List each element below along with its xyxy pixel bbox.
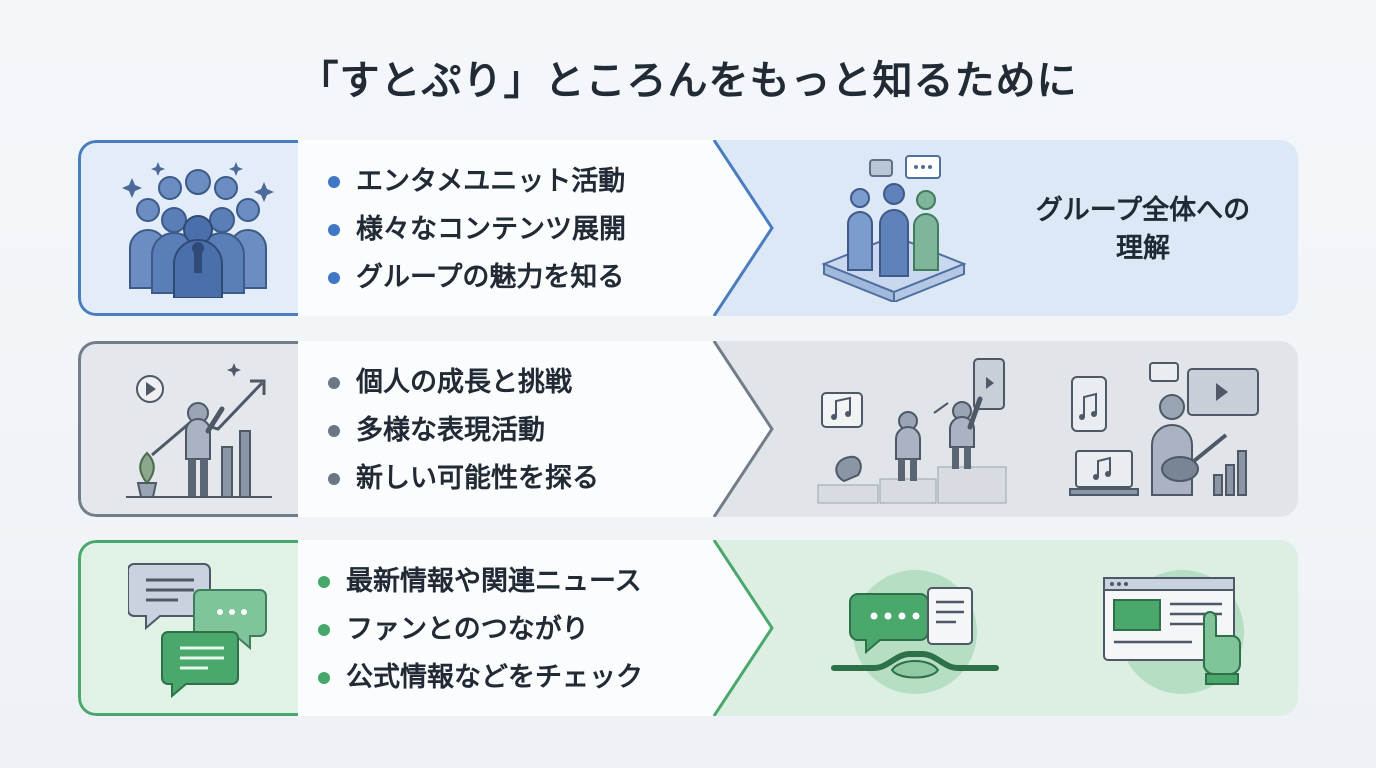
row-news: 最新情報や関連ニュース ファンとのつながり 公式情報などをチェック: [78, 540, 1298, 716]
chevron-arrow-icon: [712, 140, 774, 316]
list-item: 様々なコンテンツ展開: [328, 206, 626, 254]
growth-person-icon: [126, 363, 272, 498]
bullet-dot: [318, 576, 330, 588]
bullet-dot: [328, 473, 340, 485]
bullet-panel: [298, 540, 772, 716]
bullet-list: 個人の成長と挑戦 多様な表現活動 新しい可能性を探る: [328, 359, 599, 503]
list-item: ファンとのつながり: [318, 606, 643, 654]
bullet-text: 最新情報や関連ニュース: [346, 566, 642, 597]
bullet-list: エンタメユニット活動 様々なコンテンツ展開 グループの魅力を知る: [328, 158, 626, 302]
connection-chat-icon: [831, 570, 999, 694]
bullet-dot: [318, 672, 330, 684]
result-text: グループ全体への理解: [1035, 195, 1251, 264]
group-platform-icon: [821, 155, 967, 302]
list-item: 多様な表現活動: [328, 407, 599, 455]
bullet-dot: [328, 377, 340, 389]
bullet-text: 新しい可能性を探る: [356, 463, 599, 494]
performance-stage-icon: [817, 358, 1007, 504]
chat-bubbles-icon: [128, 563, 267, 699]
page-title: 「すとぷり」ところんをもっと知るために: [298, 58, 1078, 104]
list-item: 個人の成長と挑戦: [328, 359, 599, 407]
chevron-arrow-icon: [712, 540, 774, 716]
list-item: エンタメユニット活動: [328, 158, 626, 206]
bullet-panel: [298, 140, 772, 316]
bullet-dot: [318, 624, 330, 636]
list-item: 最新情報や関連ニュース: [318, 558, 643, 606]
list-item: グループの魅力を知る: [328, 254, 626, 302]
musician-media-icon: [1069, 362, 1259, 496]
bullet-text: 公式情報などをチェック: [346, 662, 643, 693]
bullet-dot: [328, 224, 340, 236]
list-item: 新しい可能性を探る: [328, 455, 599, 503]
list-item: 公式情報などをチェック: [318, 654, 643, 702]
bullet-panel: [298, 341, 772, 517]
bullet-text: ファンとのつながり: [346, 614, 589, 645]
bullet-text: 個人の成長と挑戦: [356, 367, 572, 398]
bullet-dot: [328, 176, 340, 188]
bullet-text: エンタメユニット活動: [356, 166, 626, 197]
chevron-arrow-icon: [712, 341, 774, 517]
bullet-text: 多様な表現活動: [356, 415, 545, 446]
row-group: エンタメユニット活動 様々なコンテンツ展開 グループの魅力を知る グループ全体へ…: [78, 140, 1298, 316]
bullet-text: グループの魅力を知る: [356, 262, 625, 293]
bullet-dot: [328, 272, 340, 284]
bullet-dot: [328, 425, 340, 437]
bullet-list: 最新情報や関連ニュース ファンとのつながり 公式情報などをチェック: [318, 558, 643, 702]
web-news-icon: [1103, 570, 1244, 694]
bullet-text: 様々なコンテンツ展開: [356, 214, 626, 245]
group-crowd-icon: [122, 162, 274, 298]
row-individual: 個人の成長と挑戦 多様な表現活動 新しい可能性を探る: [78, 341, 1298, 517]
